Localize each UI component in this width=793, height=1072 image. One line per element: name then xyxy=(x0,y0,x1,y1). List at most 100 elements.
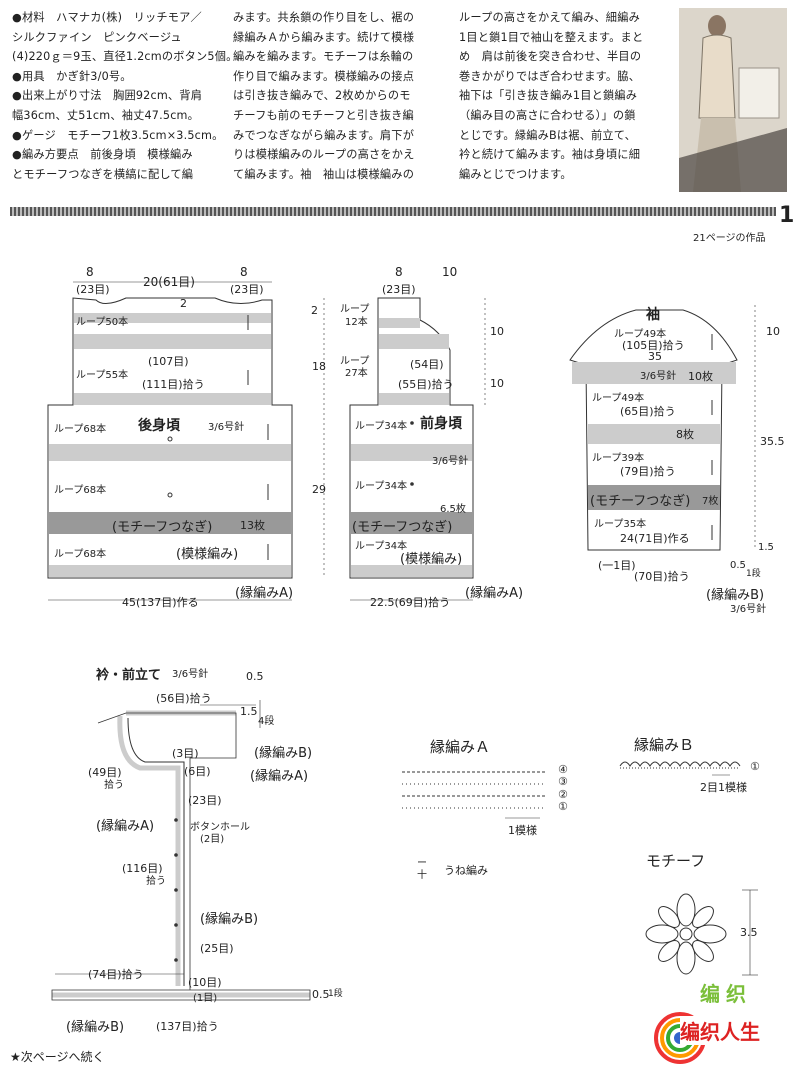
front-pattern: (模様編み) xyxy=(400,552,463,567)
collar-label-15: (10目) xyxy=(188,976,222,989)
site-watermark-logo: 编织 编织人生 xyxy=(640,978,790,1068)
instruction-line: シルクファイン ピンクベージュ xyxy=(12,30,182,44)
collar-label-11: (116目) xyxy=(122,862,163,875)
front-title: 前身頃 xyxy=(420,416,462,432)
edge-chart-b xyxy=(619,761,741,776)
sleeve-motif: (モチーフつなぎ) xyxy=(590,494,691,509)
instruction-line: 袖下は「引き抜き編み1目と鎖編み xyxy=(459,89,638,103)
back-loop-1: ループ50本 xyxy=(76,317,129,328)
collar-label-18: 1段 xyxy=(328,989,343,999)
chart-b-title: 縁編みＢ xyxy=(634,736,695,754)
sleeve-loop-3: ループ39本 xyxy=(592,453,645,464)
instruction-line: ●出来上がり寸法 胸囲92cm、背肩 xyxy=(12,89,203,103)
instruction-line: りは模様編みのループの高さをかえ xyxy=(233,148,415,162)
front-loop-2: ループ34本 xyxy=(355,481,408,492)
chart-b-repeat: 2目1模様 xyxy=(700,781,747,794)
instruction-line: 縁編みＡから編みます。続けて模様 xyxy=(233,30,415,44)
instructions-column-2: みます。共糸鎖の作り目をし、裾の縁編みＡから編みます。続けて模様編みを編みます。… xyxy=(233,8,448,184)
sleeve-count-3: (65目)拾う xyxy=(620,405,676,418)
instruction-line: 作り目で編みます。模様編みの接点 xyxy=(233,69,415,83)
sleeve-band-count-1: 10枚 xyxy=(688,370,713,383)
chart-b-row: ① xyxy=(750,760,760,773)
instruction-line: 1目と鎖1目で袖山を整えます。まと xyxy=(459,30,644,44)
back-neck-depth: 2 xyxy=(180,297,187,310)
back-edge: (縁編みA) xyxy=(235,586,294,601)
front-dim-body: 29 xyxy=(312,483,326,496)
collar-label-4: (3目) xyxy=(172,747,199,760)
sleeve-loop-2: ループ49本 xyxy=(592,393,645,404)
chart-a-row-4: ④ xyxy=(558,763,568,776)
collar-label-7: 拾う xyxy=(104,780,124,791)
instruction-line: め 肩は前後を突き合わせ、半目の xyxy=(459,50,642,64)
front-loop-3: ループ34本 xyxy=(355,541,408,552)
instruction-line: ●編み方要点 前後身頃 模様編み xyxy=(12,148,193,162)
back-dim-shoulder-l: 8 xyxy=(86,265,94,279)
instruction-line: チーフも前のモチーフと引き抜き編 xyxy=(233,108,414,122)
sleeve-needle-1: 3/6号針 xyxy=(640,371,677,382)
motif-chart xyxy=(645,889,758,976)
back-title: 後身頃 xyxy=(138,418,180,434)
front-count-1: (54目) xyxy=(410,358,444,371)
front-loop-top-2b: 27本 xyxy=(345,368,368,379)
sleeve-count-4: (79目)拾う xyxy=(620,465,676,478)
collar-label-2: 1.5 xyxy=(240,705,258,718)
collar-label-6: (49目) xyxy=(88,766,122,779)
collar-diagram xyxy=(51,700,311,1001)
sleeve-edge: (縁編みB) xyxy=(706,588,765,603)
front-dim-armhole: 18 xyxy=(312,360,326,373)
back-dim-shoulder-r-sts: (23目) xyxy=(230,283,264,296)
front-dim-neck: 10 xyxy=(442,265,458,279)
sleeve-dim-cap: 10 xyxy=(766,325,780,338)
instruction-line: とモチーフつなぎを横縞に配して編 xyxy=(12,167,194,181)
front-loop-top-2a: ループ xyxy=(340,356,370,367)
instruction-line: みでつなぎながら編みます。肩下が xyxy=(233,128,415,142)
instruction-line: ●用具 かぎ針3/0号。 xyxy=(12,69,132,83)
sleeve-dim-cuff: 1.5 xyxy=(758,542,774,553)
collar-edge-2: (縁編みA) xyxy=(96,819,155,834)
collar-title: 衿・前立て xyxy=(96,668,162,683)
instruction-line: て編みます。袖 袖山は模様編みの xyxy=(233,167,415,181)
collar-label-17: 0.5 xyxy=(312,988,330,1001)
front-count-2: (55目)拾う xyxy=(398,378,454,391)
collar-label-14: (74目)拾う xyxy=(88,968,144,981)
sleeve-loop-1: ループ49本 xyxy=(614,329,667,340)
collar-label-3: 4段 xyxy=(258,716,275,727)
front-body-diagram xyxy=(323,297,486,601)
sleeve-count-5: 24(71目)作る xyxy=(620,532,690,545)
front-loop-1: ループ34本 xyxy=(355,421,408,432)
logo-small-text: 编织 xyxy=(700,982,752,1006)
instruction-line: は引き抜き編みで、2枚めからのモ xyxy=(233,89,411,103)
page-reference: 21ページの作品 xyxy=(693,233,766,244)
model-photo-drawing xyxy=(679,8,787,192)
instruction-line: (4)220ｇ＝9玉、直径1.2cmのボタン5個。 xyxy=(12,50,238,64)
front-loop-top-1b: 12本 xyxy=(345,317,368,328)
motif-title: モチーフ xyxy=(646,852,706,870)
instruction-line: 幅36cm、丈51cm、袖丈47.5cm。 xyxy=(12,108,200,122)
back-loop-2: ループ55本 xyxy=(76,370,129,381)
sleeve-loop-4: ループ35本 xyxy=(594,519,647,530)
edge-chart-a: ー十 xyxy=(402,771,545,881)
instruction-line: とじです。縁編みBは裾、前立て、 xyxy=(459,128,637,142)
back-needle: 3/6号針 xyxy=(208,422,245,433)
chart-a-legend: うね編み xyxy=(444,864,488,877)
back-motif-count: 13枚 xyxy=(240,519,265,532)
sleeve-dim-length: 35.5 xyxy=(760,435,785,448)
sleeve-count-2: 35 xyxy=(648,350,662,363)
back-count-1: (107目) xyxy=(148,355,189,368)
collar-label-16: (1目) xyxy=(193,993,218,1004)
sleeve-count-7: (70目)拾う xyxy=(634,570,690,583)
front-dim-neckline-1: 10 xyxy=(490,325,504,338)
instruction-line: みます。共糸鎖の作り目をし、裾の xyxy=(233,11,415,24)
back-dim-neck: 20(61目) xyxy=(143,275,195,289)
instruction-line: （編み目の高さに合わせる）」の鎖 xyxy=(459,108,636,122)
sleeve-dim-edge: 0.5 xyxy=(730,560,746,571)
front-edge: (縁編みA) xyxy=(465,586,524,601)
front-bottom: 22.5(69目)拾う xyxy=(370,596,451,609)
collar-label-12: 拾う xyxy=(146,876,166,887)
chart-a-row-3: ③ xyxy=(558,775,568,788)
collar-label-8: (23目) xyxy=(188,794,222,807)
chart-a-repeat: 1模様 xyxy=(508,824,537,837)
back-loop-3: ループ68本 xyxy=(54,424,107,435)
